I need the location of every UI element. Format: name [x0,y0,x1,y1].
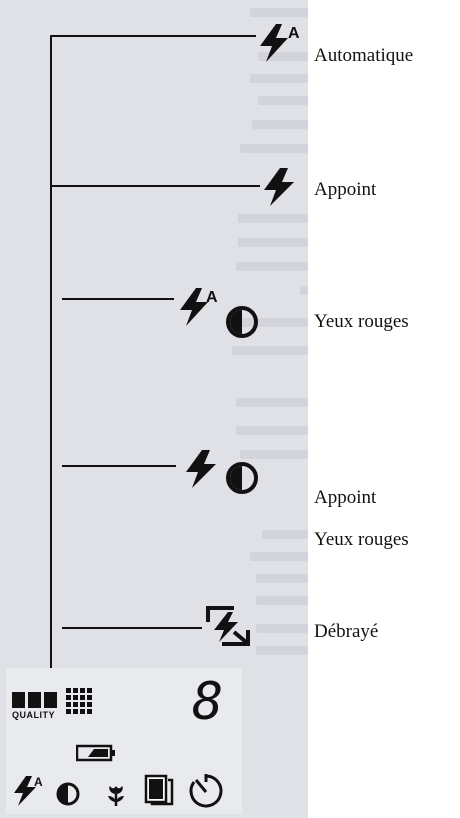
label-appoint-line1: Appoint [314,487,377,508]
macro-flower-icon [108,786,124,806]
self-timer-icon [189,774,223,808]
flash-icon [264,168,294,206]
label-automatique: Automatique [314,45,414,66]
label-yeux-rouges-line2: Yeux rouges [314,529,409,550]
red-eye-icon [226,306,258,338]
flash-icon [186,450,216,488]
flash-auto-icon: A [14,775,43,806]
flash-auto-icon: A [180,288,218,326]
red-eye-icon [226,462,258,494]
vertical-trunk-line [50,36,52,696]
red-eye-icon [56,782,80,806]
label-yeux-rouges: Yeux rouges [314,311,409,332]
branch-line-debraye [62,627,202,629]
lcd-panel: QUALITY 8 A [6,668,242,814]
branch-line-appoint-yeux-rouges [62,465,176,467]
branch-line-appoint [50,185,260,187]
battery-icon [76,744,115,762]
quality-blocks-icon [12,692,57,708]
svg-text:A: A [34,775,43,789]
branch-line-automatique [50,35,256,37]
faded-background-text [232,8,308,655]
grid-icon [66,688,92,714]
label-debraye: Débrayé [314,621,379,642]
flash-auto-icon: A [260,24,300,62]
frame-counter-digit: 8 [192,672,224,732]
card-icon [144,774,174,806]
branch-line-yeux-rouges [62,298,174,300]
flash-off-icon [206,606,250,646]
svg-text:A: A [206,289,218,306]
svg-text:A: A [288,25,300,42]
quality-label: QUALITY [12,710,55,720]
label-appoint: Appoint [314,179,377,200]
